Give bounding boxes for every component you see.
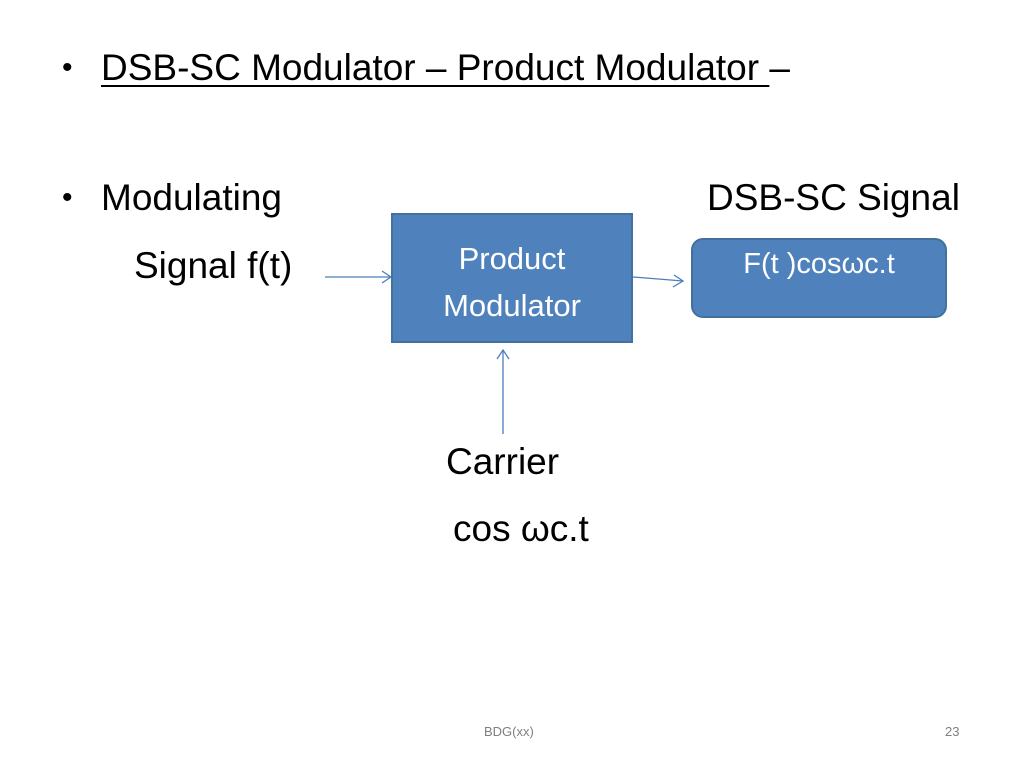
input-label-line2: Signal f(t) — [134, 245, 293, 286]
bullet-2-marker: • — [62, 181, 73, 214]
input-arrow — [325, 270, 393, 284]
output-label: DSB-SC Signal — [707, 177, 960, 218]
slide-heading-suffix: – — [769, 47, 790, 88]
output-signal-label: F(t )cosωc.t — [743, 248, 895, 280]
slide-heading: DSB-SC Modulator – Product Modulator – — [101, 46, 790, 90]
input-label-line1: Modulating — [101, 177, 283, 218]
bullet-1-marker: • — [62, 51, 73, 84]
product-modulator-box: Product Modulator — [391, 213, 633, 343]
carrier-label-line1: Carrier — [446, 441, 560, 482]
carrier-arrow — [496, 348, 510, 434]
output-signal-box: F(t )cosωc.t — [691, 238, 947, 318]
footer-text: BDG(xx) — [484, 724, 534, 739]
product-modulator-label: Product Modulator — [443, 235, 581, 329]
slide-heading-text: DSB-SC Modulator – Product Modulator — [101, 47, 770, 88]
product-modulator-label-line2: Modulator — [443, 288, 581, 323]
output-arrow — [632, 274, 685, 288]
carrier-label-line2: cos ωc.t — [453, 508, 589, 549]
page-number: 23 — [945, 724, 960, 739]
product-modulator-label-line1: Product — [458, 241, 566, 276]
